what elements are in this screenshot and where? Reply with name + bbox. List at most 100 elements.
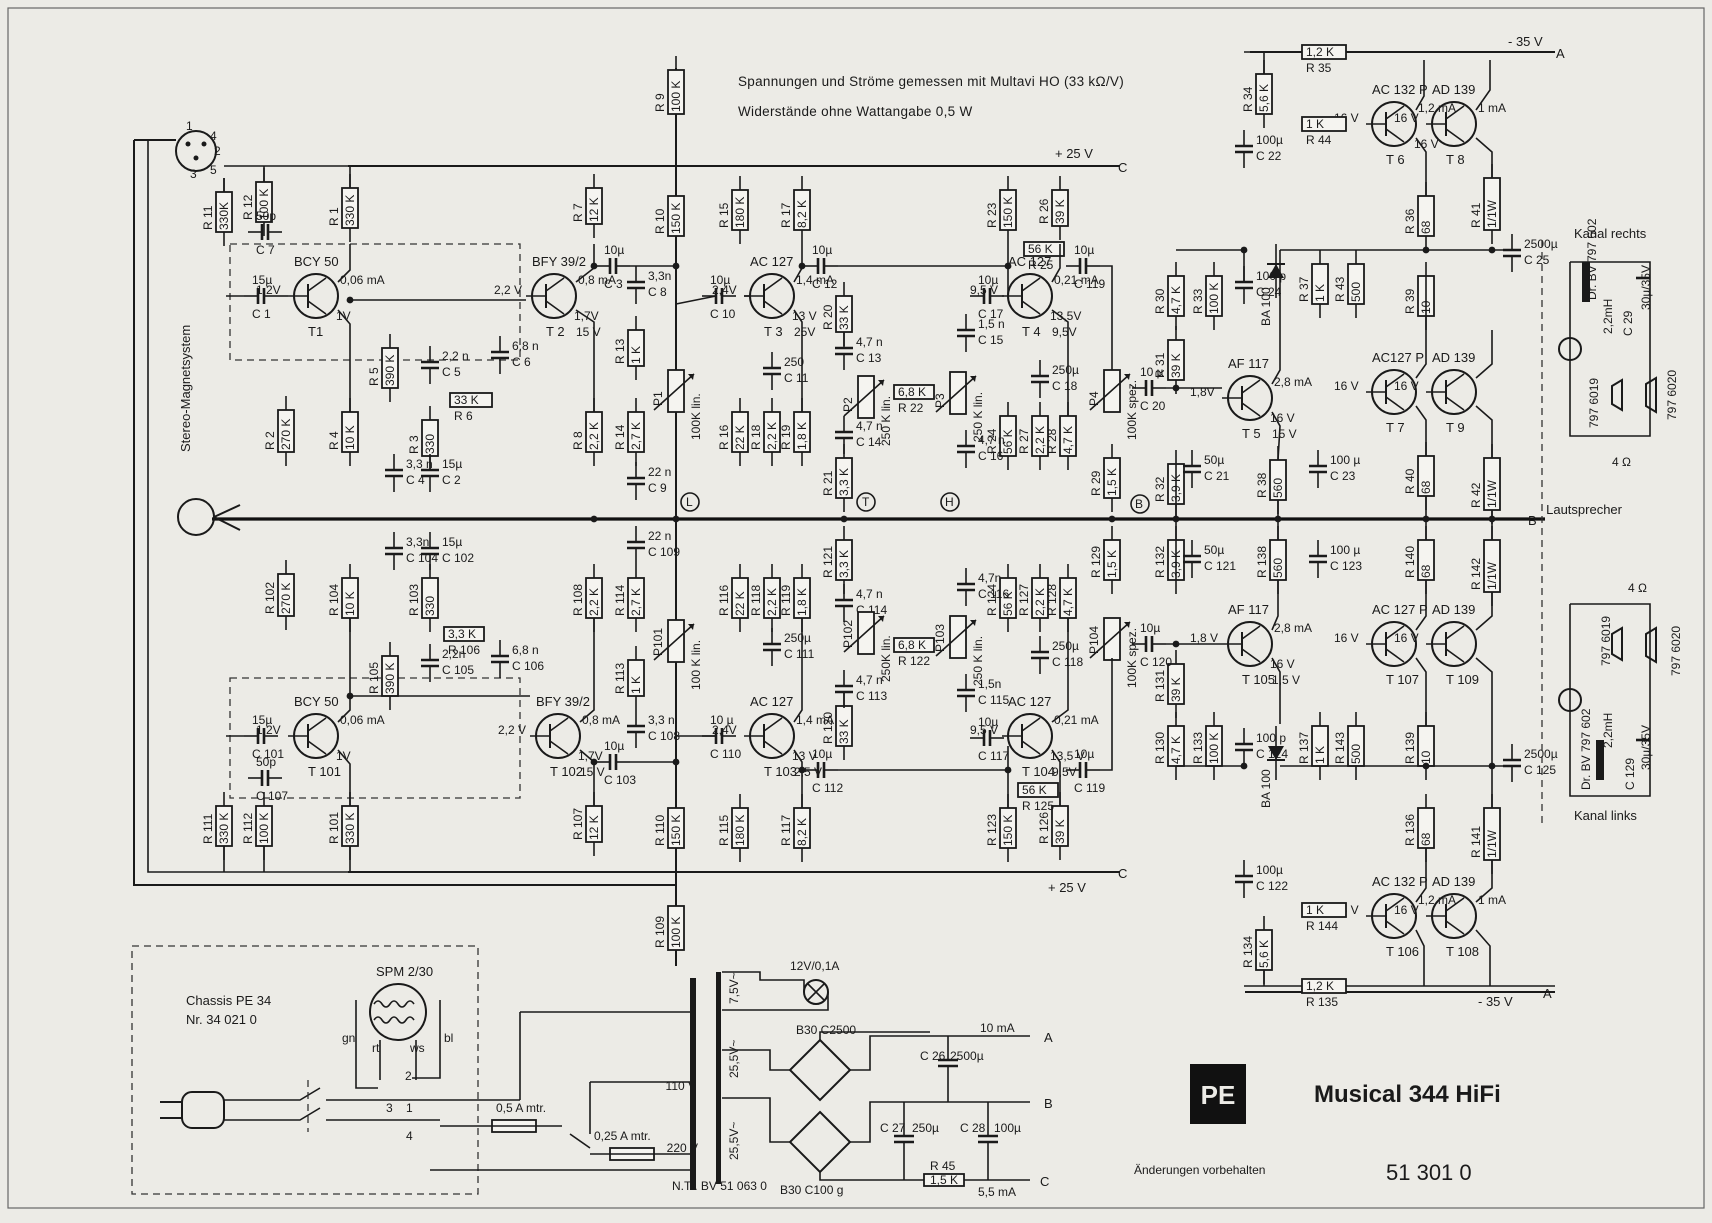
sheet-border bbox=[7, 7, 1705, 1209]
resistor-r124-value: 56 K bbox=[1001, 591, 1015, 616]
wire-gn: gn bbox=[342, 1031, 355, 1045]
transistor-t5-v2: 16 V bbox=[1270, 411, 1295, 425]
transistor-t5-ref: T 5 bbox=[1242, 426, 1261, 441]
junction-dot bbox=[1488, 246, 1496, 254]
resistor-r130-value: 4,7 K bbox=[1169, 736, 1183, 764]
capacitor-c117-ref: C 117 bbox=[978, 749, 1009, 763]
wire bbox=[1415, 929, 1425, 986]
wire bbox=[1415, 60, 1425, 111]
wire bbox=[1415, 276, 1427, 379]
note-resistor-wattage: Widerstände ohne Wattangabe 0,5 W bbox=[738, 104, 973, 119]
resistor-r108: 2,2 KR 108 bbox=[571, 564, 603, 632]
capacitor-c2-value: 15µ bbox=[442, 457, 462, 471]
transistor-t103-ref: T 103 bbox=[764, 764, 797, 779]
svg-text:H: H bbox=[945, 495, 954, 509]
capacitor-c23-ref: C 23 bbox=[1330, 469, 1356, 483]
resistor-r109-value: 100 K bbox=[669, 917, 683, 948]
junction-dot bbox=[1004, 766, 1012, 774]
resistor-r40-ref: R 40 bbox=[1403, 468, 1417, 494]
junction-dot bbox=[1274, 515, 1282, 523]
transistor-t101-i: 0,06 mA bbox=[340, 713, 385, 727]
resistor-r137-value: 1 K bbox=[1313, 746, 1327, 764]
resistor-r144-value: 1 K bbox=[1306, 903, 1324, 917]
junction-dot bbox=[1004, 262, 1012, 270]
junction-dot bbox=[1422, 515, 1430, 523]
pin-5: 5 bbox=[210, 163, 217, 177]
resistor-r19: 1,8 KR 19 bbox=[779, 398, 811, 466]
capacitor-c117-value: 10µ bbox=[978, 715, 998, 729]
resistor-r21-ref: R 21 bbox=[821, 470, 835, 496]
resistor-r6: 33 K R 6 bbox=[449, 392, 493, 423]
transistor-t4-type: AC 127 bbox=[1008, 254, 1051, 269]
transistor-t3-v: 2,4V bbox=[712, 283, 737, 297]
transistor-t101-type: BCY 50 bbox=[294, 694, 339, 709]
resistor-r114-ref: R 114 bbox=[613, 585, 627, 616]
capacitor-c22-ref: C 22 bbox=[1256, 149, 1282, 163]
motor-name: SPM 2/30 bbox=[376, 964, 433, 979]
resistor-r9-ref: R 9 bbox=[653, 93, 667, 112]
capacitor-c10-ref: C 10 bbox=[710, 307, 736, 321]
capacitor-c107-value: 50p bbox=[256, 755, 276, 769]
lautsprecher-label: Lautsprecher bbox=[1546, 502, 1623, 517]
capacitor-c16: 4,7 nC 16 bbox=[957, 430, 1005, 468]
resistor-r111-value: 330 K bbox=[217, 813, 231, 844]
capacitor-c18-ref: C 18 bbox=[1052, 379, 1078, 393]
resistor-r103-ref: R 103 bbox=[407, 584, 421, 616]
resistor-r24-ref: R 24 bbox=[985, 428, 999, 454]
tap-2: 2 bbox=[405, 1069, 412, 1083]
transistor-t105-v2: 16 V bbox=[1270, 657, 1295, 671]
c129-label: C 129 bbox=[1623, 758, 1637, 790]
capacitor-c16-ref: C 16 bbox=[978, 449, 1004, 463]
capacitor-c125-ref: C 125 bbox=[1524, 763, 1556, 777]
resistor-r22-value: 6,8 K bbox=[898, 385, 926, 399]
potentiometer-p4-ref: P4 bbox=[1087, 391, 1101, 406]
potentiometer-p102-value: 250K lin. bbox=[879, 635, 893, 682]
resistor-r143-ref: R 143 bbox=[1333, 732, 1347, 764]
resistor-r34-ref: R 34 bbox=[1241, 86, 1255, 112]
tap-1: 1 bbox=[406, 1101, 413, 1115]
resistor-r31: 39 KR 31 bbox=[1153, 326, 1185, 394]
potentiometer-p2-value: 250 K lin. bbox=[879, 396, 893, 446]
speaker-left-2: 797 6020 bbox=[1669, 626, 1683, 676]
capacitor-c8-value: 3,3n bbox=[648, 269, 671, 283]
resistor-r108-ref: R 108 bbox=[571, 584, 585, 616]
resistor-r139: 10R 139 bbox=[1403, 712, 1435, 780]
capacitor-c110-ref: C 110 bbox=[710, 747, 741, 761]
wire bbox=[1271, 580, 1279, 631]
transistor-t101-ref: T 101 bbox=[308, 764, 341, 779]
transistor-t8-v: 16 V bbox=[1394, 111, 1419, 125]
resistor-r126-value: 39 K bbox=[1053, 819, 1067, 844]
din-socket-icon bbox=[175, 130, 217, 172]
capacitor-c1-value: 15µ bbox=[252, 273, 272, 287]
resistor-r104-value: 10 K bbox=[343, 591, 357, 616]
resistor-r29-ref: R 29 bbox=[1089, 470, 1103, 496]
transistor-t108-type: AD 139 bbox=[1432, 874, 1475, 889]
resistor-r101-value: 330 K bbox=[343, 813, 357, 844]
wire bbox=[1415, 580, 1427, 631]
resistor-r128-value: 4,7 K bbox=[1061, 588, 1075, 616]
inductance-left: 2,2mH bbox=[1601, 713, 1615, 748]
resistor-r121-value: 3,3 K bbox=[837, 550, 851, 578]
c29-label: C 29 bbox=[1621, 310, 1635, 336]
junction-dot bbox=[798, 262, 806, 270]
capacitor-c121-value: 50µ bbox=[1204, 543, 1224, 557]
resistor-r107-ref: R 107 bbox=[571, 808, 585, 840]
resistor-r9: 100 KR 9 bbox=[653, 56, 685, 128]
resistor-r135: 1,2 KR 135 bbox=[1301, 978, 1347, 1009]
capacitor-c113-value: 4,7 n bbox=[856, 673, 883, 687]
resistor-r6-ref: R 6 bbox=[454, 409, 473, 423]
capacitor-c9: 22 nC 9 bbox=[627, 462, 671, 500]
transistor-t102-v: 2,2 V bbox=[498, 723, 526, 737]
wire bbox=[1051, 309, 1069, 416]
transistor-t106-i: 1,2 mA bbox=[1418, 893, 1456, 907]
resistor-r25-ref: R 25 bbox=[1028, 258, 1054, 272]
speaker-left-block: 4 Ω Dr. BV 797 602 2,2mH C 129 30µ/35V 7… bbox=[1558, 581, 1683, 823]
wire bbox=[1415, 657, 1427, 726]
resistor-r6-value: 33 K bbox=[454, 393, 479, 407]
capacitor-c1-ref: C 1 bbox=[252, 307, 271, 321]
